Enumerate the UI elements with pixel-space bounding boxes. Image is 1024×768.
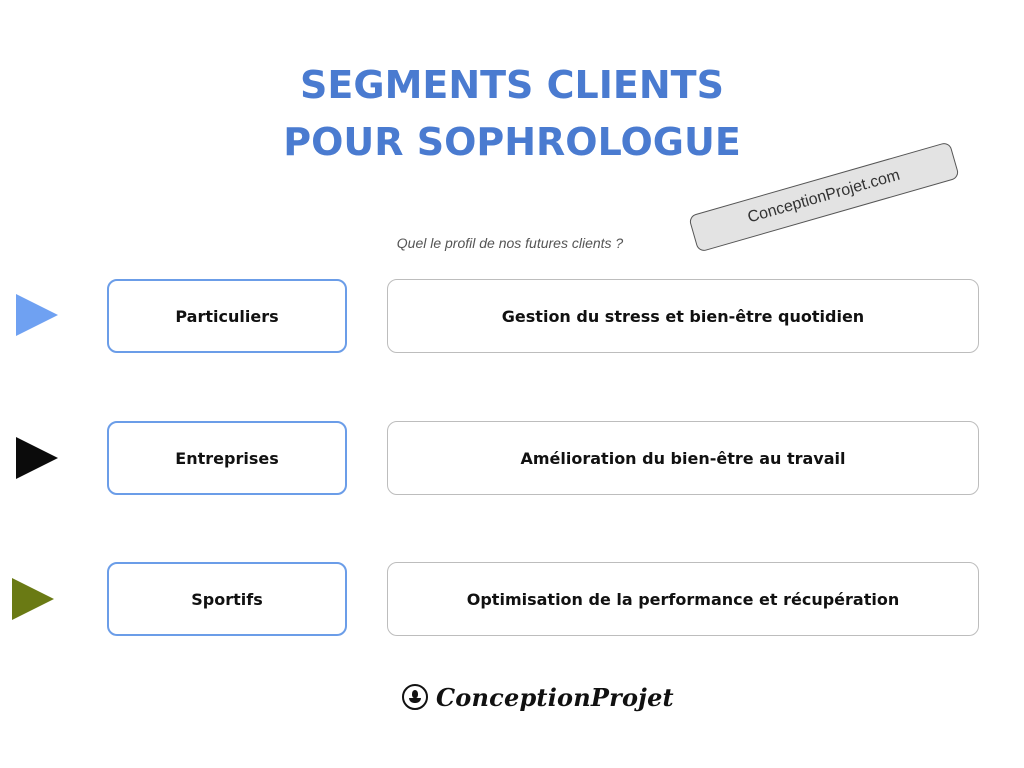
logo-text: ConceptionProjet: [436, 682, 674, 712]
hand-drop-icon: [402, 684, 428, 710]
description-box-entreprises: Amélioration du bien-être au travail: [387, 421, 979, 495]
segment-box-particuliers: Particuliers: [107, 279, 347, 353]
arrow-icon-particuliers: [16, 294, 58, 336]
segment-box-sportifs: Sportifs: [107, 562, 347, 636]
subtitle: Quel le profil de nos futures clients ?: [396, 235, 624, 251]
segment-box-entreprises: Entreprises: [107, 421, 347, 495]
title-line-1: SEGMENTS CLIENTS: [300, 63, 724, 107]
footer-logo: ConceptionProjet: [402, 679, 674, 715]
title-line-2: POUR SOPHROLOGUE: [283, 120, 741, 164]
arrow-icon-entreprises: [16, 437, 58, 479]
description-box-sportifs: Optimisation de la performance et récupé…: [387, 562, 979, 636]
description-box-particuliers: Gestion du stress et bien-être quotidien: [387, 279, 979, 353]
arrow-icon-sportifs: [12, 578, 54, 620]
